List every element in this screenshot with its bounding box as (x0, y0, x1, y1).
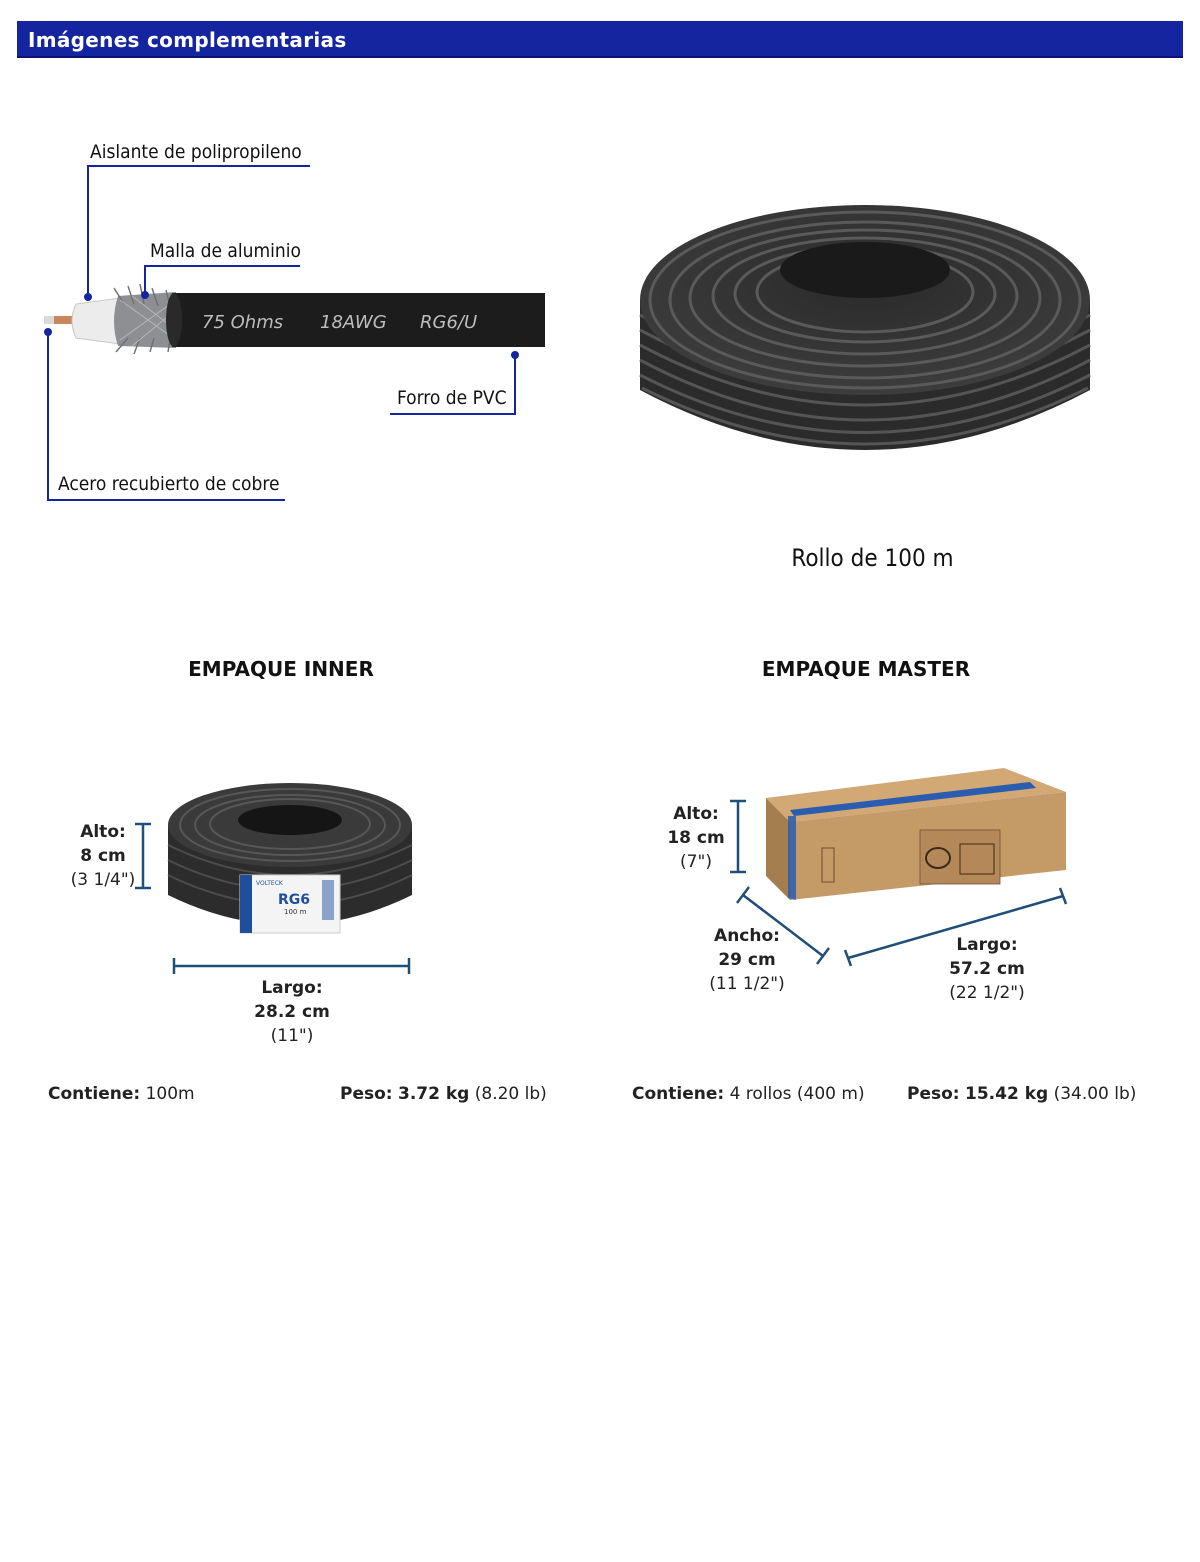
master-box-image (766, 768, 1066, 900)
inner-heading: EMPAQUE INNER (188, 657, 374, 681)
callout-conductor: Acero recubierto de cobre (58, 473, 280, 495)
cable-print-ohms: 75 Ohms (202, 312, 283, 333)
callout-insulation: Aislante de polipropileno (90, 141, 302, 163)
master-height-dimension: Alto: 18 cm (7") (667, 804, 725, 872)
inner-dimension-lines (135, 822, 411, 974)
master-contains: Contiene: 4 rollos (400 m) (632, 1084, 865, 1104)
callout-jacket: Forro de PVC (397, 387, 507, 409)
inner-contains: Contiene: 100m (48, 1084, 195, 1104)
master-width-dimension: Ancho: 29 cm (11 1/2") (709, 926, 785, 994)
svg-text:100 m: 100 m (284, 908, 307, 916)
master-dimension-lines (730, 799, 1068, 967)
pvc-jacket (172, 293, 545, 347)
master-heading: EMPAQUE MASTER (761, 657, 971, 681)
cable-print-awg: 18AWG (320, 312, 387, 333)
master-length-dimension: Largo: 57.2 cm (22 1/2") (949, 935, 1025, 1003)
inner-package-image: VOLTECK RG6 100 m (167, 783, 413, 934)
master-weight: Peso: 15.42 kg (34.00 lb) (907, 1084, 1137, 1104)
callout-mesh: Malla de aluminio (150, 240, 301, 262)
inner-height-dimension: Alto: 8 cm (3 1/4") (70, 822, 136, 890)
cable-diagram: 75 Ohms 18AWG RG6/U (44, 165, 545, 501)
roll-caption: Rollo de 100 m (791, 544, 954, 572)
svg-text:VOLTECK: VOLTECK (256, 880, 284, 887)
cable-roll-image (639, 205, 1091, 450)
section-header: Imágenes complementarias (17, 21, 1183, 58)
inner-weight: Peso: 3.72 kg (8.20 lb) (340, 1084, 547, 1104)
svg-text:RG6: RG6 (278, 892, 310, 908)
section-title: Imágenes complementarias (28, 28, 347, 52)
aluminium-mesh (114, 292, 176, 348)
inner-length-dimension: Largo: 28.2 cm (11") (254, 978, 330, 1046)
cable-print-type: RG6/U (420, 312, 477, 333)
